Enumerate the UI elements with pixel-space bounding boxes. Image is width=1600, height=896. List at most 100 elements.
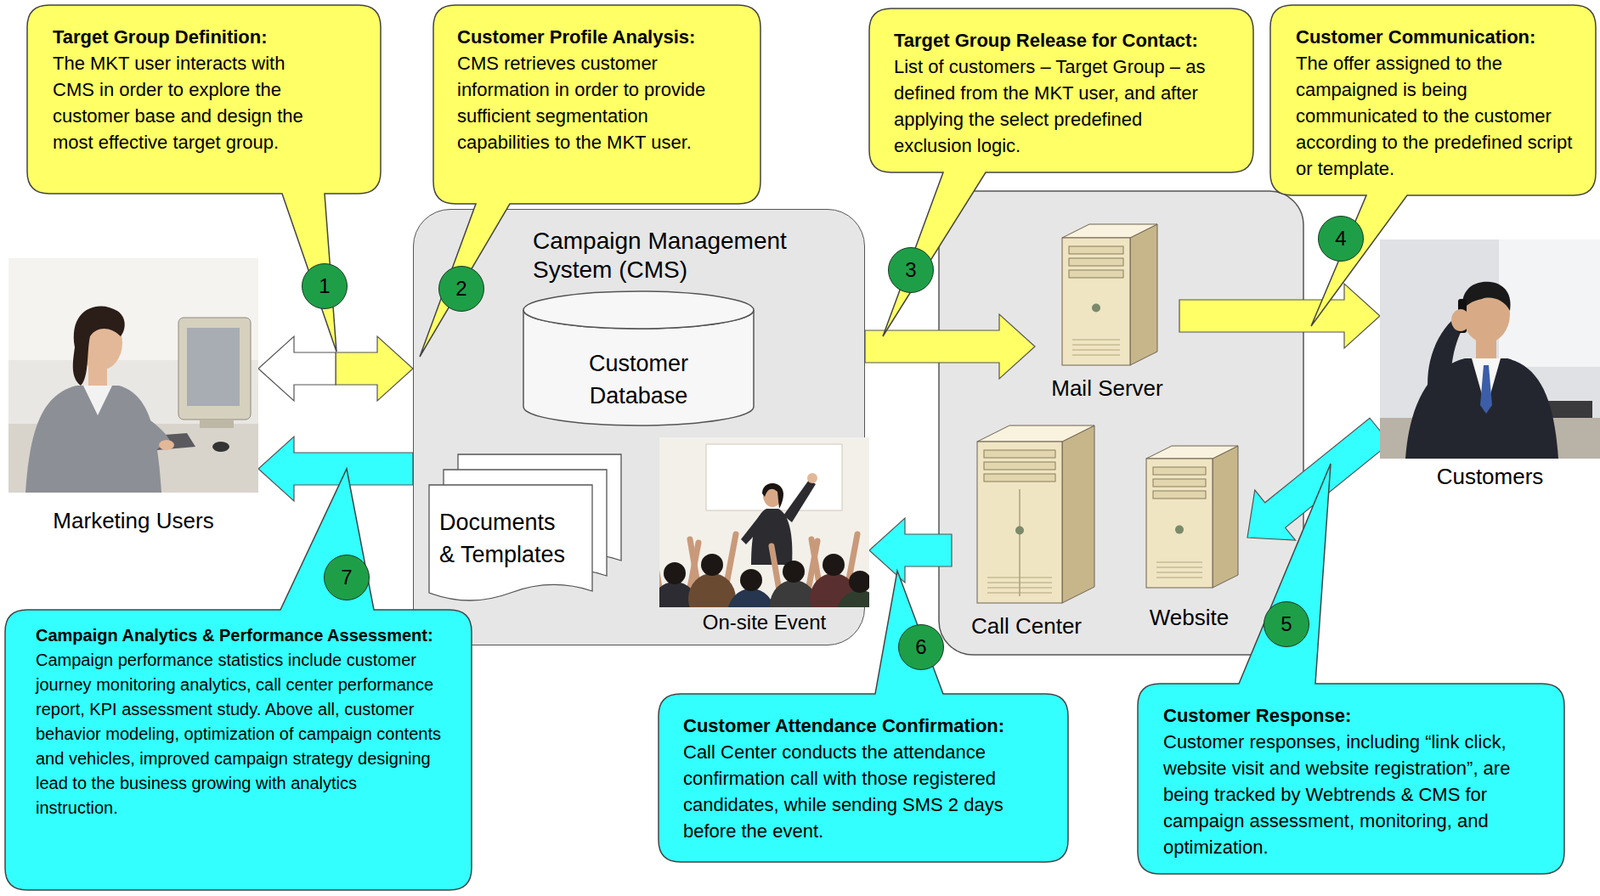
illustration: [951, 416, 1102, 612]
woman-body: [25, 385, 162, 493]
drive-bay: [1153, 491, 1206, 499]
audience-head: [782, 560, 805, 583]
node-label: Website: [1130, 604, 1248, 631]
drive-bay: [1068, 246, 1124, 255]
database-cylinder: Customer Database: [523, 291, 754, 426]
drive-bay: [983, 462, 1056, 470]
customer-photo: Customers: [1379, 239, 1600, 490]
vent-slot: [1156, 562, 1203, 564]
presenter-hand: [807, 473, 818, 484]
server-icon: Website: [1130, 436, 1248, 631]
callout-bubble: Target Group Definition:The MKT user int…: [27, 5, 381, 194]
callout-text: CMS retrieves customer information in or…: [457, 50, 734, 156]
callout-heading: Customer Profile Analysis:: [457, 23, 734, 51]
man-hair: [1462, 282, 1511, 311]
illustration: [1130, 436, 1248, 595]
block-arrow: [1179, 283, 1380, 349]
callout-number-text: 7: [340, 565, 352, 590]
power-button: [1015, 526, 1024, 536]
audience-head: [663, 562, 686, 585]
cylinder-top: [523, 291, 754, 329]
woman-collar: [83, 385, 113, 416]
vent-slot: [987, 582, 1052, 584]
callout-number-text: 5: [1280, 612, 1292, 637]
callout-bubble: Campaign Analytics & Performance Assessm…: [5, 610, 472, 891]
node-label: Mail Server: [1034, 375, 1180, 402]
callout-bubble: Customer Attendance Confirmation:Call Ce…: [658, 694, 1069, 863]
illustration: [659, 437, 870, 608]
window: [1498, 239, 1600, 368]
callout-heading: Target Group Release for Contact:: [893, 27, 1217, 54]
photo-background: [8, 258, 259, 493]
monitor: [178, 317, 251, 420]
drive-bay: [1068, 270, 1124, 278]
server-top: [1146, 446, 1239, 459]
callout-number-text: 3: [904, 258, 916, 283]
presenter-hair: [762, 483, 784, 509]
callout-bubble: Customer Response:Customer responses, in…: [1137, 684, 1565, 875]
vent-slot: [1072, 339, 1120, 341]
callout-text: Customer responses, including “link clic…: [1163, 729, 1538, 861]
callout-bubble: Target Group Release for Contact:List of…: [869, 8, 1254, 173]
callout-number-text: 1: [318, 274, 330, 299]
server-side: [1212, 446, 1239, 588]
callout-text: The MKT user interacts with CMS in order…: [52, 50, 330, 156]
callout-outline: [1137, 463, 1565, 875]
callout-number: 3: [887, 247, 934, 294]
arrow-body: [1179, 283, 1380, 349]
illustration: [1379, 239, 1600, 459]
callout-outline: [5, 469, 472, 891]
arrow-body: [869, 518, 952, 583]
node-label: Documents & Templates: [439, 506, 572, 572]
vent-slot: [1072, 355, 1120, 357]
photo-background: [1379, 239, 1600, 459]
audience-head: [740, 569, 763, 592]
illustration: [1034, 214, 1180, 373]
drive-bay: [1153, 479, 1206, 487]
man-tie: [1480, 365, 1493, 414]
callout-number-text: 6: [915, 635, 927, 660]
callout-outline: [658, 571, 1069, 863]
audience-shoulders: [688, 573, 736, 608]
audience-head: [848, 571, 870, 594]
audience-shoulders: [836, 590, 870, 608]
presenter-arm: [783, 480, 816, 523]
server-side: [1130, 224, 1158, 366]
node-label: Customers: [1379, 463, 1600, 490]
illustration: [8, 258, 259, 493]
callout-text: The offer assigned to the campaigned is …: [1295, 50, 1577, 182]
callout-number-text: 2: [455, 277, 467, 301]
callout-number: 6: [898, 624, 945, 671]
audience-shoulders: [727, 588, 775, 608]
server-side: [1062, 425, 1095, 604]
monitor-screen: [186, 327, 240, 407]
callout-heading: Campaign Analytics & Performance Assessm…: [35, 623, 444, 649]
whiteboard: [706, 444, 843, 511]
callout-number: 7: [323, 554, 370, 601]
callout-heading: Customer Communication:: [1295, 23, 1577, 51]
presenter-arm: [740, 515, 765, 545]
callout-number-text: 4: [1334, 226, 1346, 251]
server-icon: Mail Server: [1034, 214, 1180, 402]
system-box: Campaign Management System (CMS)Customer…: [412, 209, 866, 646]
callout-heading: Customer Attendance Confirmation:: [683, 712, 1019, 740]
drive-bay: [1068, 258, 1124, 266]
callout-outline: [869, 8, 1254, 337]
vent-slot: [987, 577, 1052, 579]
audience-head: [701, 554, 724, 577]
cabinet-door: [1019, 489, 1021, 597]
callout-bubble: Customer Profile Analysis:CMS retrieves …: [433, 5, 761, 204]
node-label: Marketing Users: [8, 508, 259, 534]
server-top: [977, 425, 1095, 442]
server-front: [1062, 237, 1131, 366]
vent-slot: [1072, 350, 1120, 351]
vent-slot: [987, 593, 1052, 594]
server-front: [1146, 458, 1213, 588]
woman-hair: [73, 305, 125, 386]
monitor-stand: [199, 419, 234, 429]
server-icon: Call Center: [951, 416, 1102, 639]
callout-heading: Target Group Definition:: [52, 23, 330, 51]
vent-slot: [1072, 344, 1120, 346]
callout-number: 2: [438, 265, 485, 312]
